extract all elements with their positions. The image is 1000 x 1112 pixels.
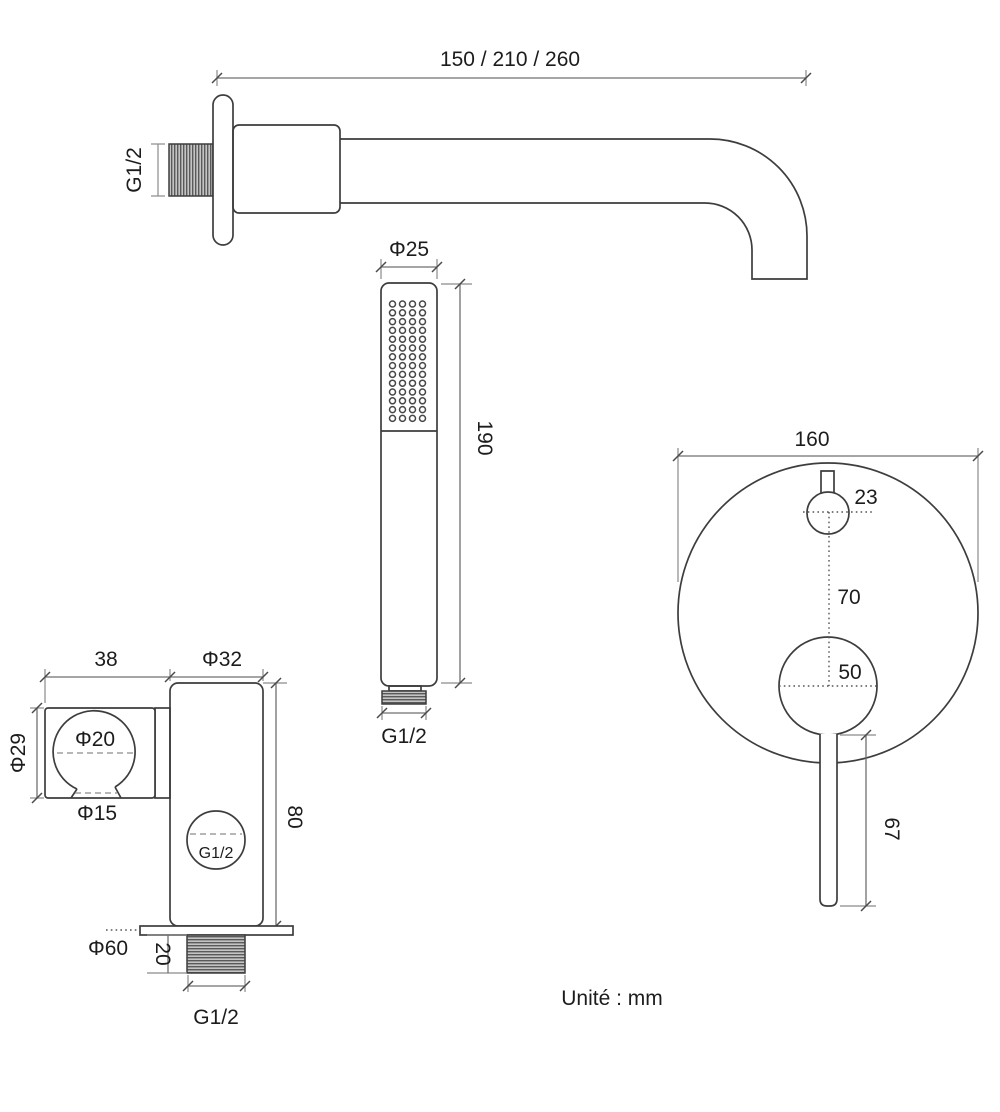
center-spacing-label: 70 — [837, 586, 860, 609]
hand-shower-diameter-label: Φ25 — [389, 238, 429, 261]
flange-diameter-label: Φ60 — [88, 937, 128, 960]
angle-valve-figure: 38 Φ32 G1/2 Φ20 Φ15 Φ29 — [7, 648, 306, 1029]
mixer-plate-figure: 160 23 70 50 67 — [672, 428, 984, 912]
hand-shower-length-label: 190 — [473, 420, 496, 455]
spout-thread-nipple — [168, 143, 214, 197]
holder-clip — [52, 709, 136, 790]
valve-wall-flange — [139, 925, 294, 936]
bracket-height-label: Φ29 — [7, 733, 30, 773]
bottom-thread-label: G1/2 — [193, 1006, 239, 1029]
spout-thread-label: G1/2 — [123, 147, 146, 193]
hand-shower-thread — [381, 690, 427, 705]
holder-opening-label: Φ15 — [77, 802, 117, 825]
body-width-label: Φ32 — [202, 648, 242, 671]
thread-length-label: 20 — [151, 942, 174, 965]
handle-base-diameter-label: 50 — [838, 661, 861, 684]
spout-tube — [340, 138, 808, 280]
plate-diameter-label: 160 — [794, 428, 829, 451]
valve-bottom-thread — [186, 934, 246, 974]
body-height-label: 80 — [283, 805, 306, 828]
spout-wall-flange — [212, 94, 234, 246]
valve-side-port — [186, 810, 246, 870]
wall-spout-figure: 150 / 210 / 260 G1/2 — [123, 48, 812, 280]
spout-length-dimension: 150 / 210 / 260 — [440, 48, 580, 71]
holder-inner-diameter-label: Φ20 — [75, 728, 115, 751]
bracket-width-label: 38 — [94, 648, 117, 671]
side-port-thread-label: G1/2 — [199, 845, 234, 862]
diverter-knob — [806, 491, 850, 535]
handle-lever — [819, 734, 838, 907]
spout-base-block — [232, 124, 341, 214]
diverter-diameter-label: 23 — [854, 486, 877, 509]
spray-face-nozzles — [388, 300, 427, 423]
handle-length-label: 67 — [880, 817, 903, 840]
diverter-stem — [820, 470, 835, 493]
unit-note: Unité : mm — [561, 987, 663, 1010]
hand-shower-figure: Φ25 190 G1/2 — [375, 238, 496, 748]
hand-shower-thread-label: G1/2 — [381, 725, 427, 748]
